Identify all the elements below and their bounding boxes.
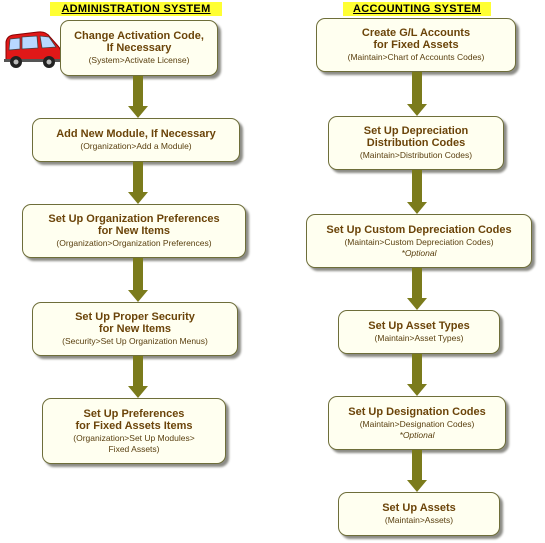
step-title: Set Up Organization Preferences for New … [48, 213, 220, 237]
admin-step-4: Set Up Proper Security for New Items (Se… [32, 302, 238, 356]
step-path: (Maintain>Custom Depreciation Codes) [344, 237, 494, 247]
admin-step-3: Set Up Organization Preferences for New … [22, 204, 246, 258]
step-title: Set Up Proper Security for New Items [75, 311, 195, 335]
step-title: Set Up Custom Depreciation Codes [326, 224, 512, 236]
red-van-icon [4, 31, 62, 68]
step-path: (System>Activate License) [88, 55, 190, 65]
flow-arrow [407, 170, 427, 214]
step-path: (Maintain>Distribution Codes) [359, 150, 473, 160]
step-title: Create G/L Accounts for Fixed Assets [361, 27, 471, 51]
admin-step-5: Set Up Preferences for Fixed Assets Item… [42, 398, 226, 464]
flow-arrow [128, 258, 148, 302]
accounting-step-2: Set Up Depreciation Distribution Codes (… [328, 116, 504, 170]
accounting-step-6: Set Up Assets (Maintain>Assets) [338, 492, 500, 536]
admin-step-1: Change Activation Code, If Necessary (Sy… [60, 20, 218, 76]
step-title: Set Up Asset Types [368, 320, 470, 332]
step-path: (Organization>Add a Module) [80, 141, 192, 151]
admin-step-2: Add New Module, If Necessary (Organizati… [32, 118, 240, 162]
step-title: Add New Module, If Necessary [56, 128, 216, 140]
step-path: (Security>Set Up Organization Menus) [62, 336, 208, 346]
flow-arrow [128, 76, 148, 118]
step-title: Change Activation Code, If Necessary [74, 30, 204, 54]
optional-note: *Optional [401, 248, 437, 258]
flow-arrow [407, 268, 427, 310]
flow-arrow [407, 450, 427, 492]
step-path: (Organization>Organization Preferences) [56, 238, 212, 248]
accounting-step-3: Set Up Custom Depreciation Codes (Mainta… [306, 214, 532, 268]
step-path: (Maintain>Chart of Accounts Codes) [347, 52, 485, 62]
accounting-step-4: Set Up Asset Types (Maintain>Asset Types… [338, 310, 500, 354]
step-path: (Organization>Set Up Modules> Fixed Asse… [73, 432, 195, 454]
step-path: (Maintain>Assets) [384, 515, 454, 525]
step-title: Set Up Designation Codes [348, 406, 486, 418]
step-title: Set Up Depreciation Distribution Codes [363, 125, 469, 149]
accounting-step-5: Set Up Designation Codes (Maintain>Desig… [328, 396, 506, 450]
flow-arrow [128, 356, 148, 398]
step-path: (Maintain>Designation Codes) [359, 419, 475, 429]
flow-arrow [128, 162, 148, 204]
step-title: Set Up Assets [382, 502, 456, 514]
admin-header: ADMINISTRATION SYSTEM [50, 2, 222, 16]
accounting-step-1: Create G/L Accounts for Fixed Assets (Ma… [316, 18, 516, 72]
accounting-header: ACCOUNTING SYSTEM [343, 2, 491, 16]
step-path: (Maintain>Asset Types) [374, 333, 464, 343]
flow-arrow [407, 72, 427, 116]
flow-arrow [407, 354, 427, 396]
step-title: Set Up Preferences for Fixed Assets Item… [75, 407, 193, 432]
optional-note: *Optional [399, 430, 435, 440]
